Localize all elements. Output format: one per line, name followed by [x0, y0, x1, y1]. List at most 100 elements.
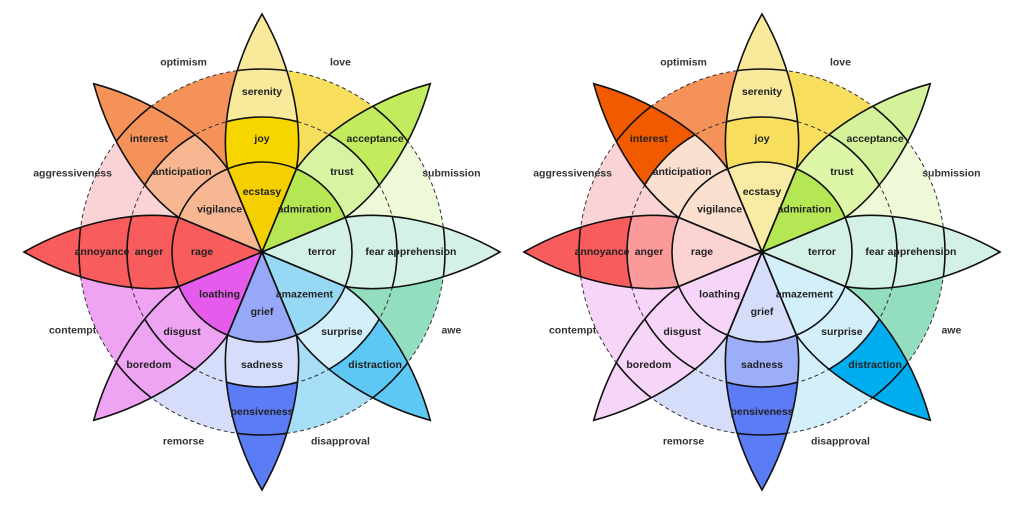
petal-outline-sadness: [224, 249, 300, 492]
left-wheel: ecstasyjoyserenityadmirationtrustaccepta…: [22, 12, 502, 492]
emotion-label: loathing: [199, 288, 240, 300]
dyad-label-awe: awe: [441, 324, 461, 336]
emotion-label: terror: [808, 246, 836, 258]
emotion-label: annoyance: [75, 246, 130, 258]
emotion-label: interest: [130, 133, 168, 145]
emotion-label: surprise: [321, 326, 363, 338]
emotion-label: pensiveness: [230, 406, 293, 418]
petal-outline-trust: [260, 82, 432, 254]
ring-boundary: [126, 215, 262, 289]
petal-outline-joy: [724, 12, 800, 255]
emotion-label: apprehension: [888, 246, 957, 258]
ring-boundary: [762, 215, 853, 289]
petal-outline-disgust: [592, 250, 764, 422]
dyad-label-love: love: [330, 57, 351, 69]
emotion-label: joy: [753, 133, 769, 145]
dyad-label-love: love: [830, 57, 851, 69]
emotion-label: ecstasy: [743, 186, 782, 198]
petal-outline-surprise: [760, 250, 932, 422]
ring-boundary: [626, 215, 762, 289]
petal-fear: [762, 215, 1000, 289]
ring-boundary: [225, 68, 299, 252]
ring-boundary: [225, 252, 299, 436]
dyad-label-awe: awe: [941, 324, 961, 336]
ring-boundary: [225, 116, 299, 252]
emotion-label: grief: [751, 306, 774, 318]
emotion-label: amazement: [276, 288, 334, 300]
ring-boundary: [725, 68, 799, 252]
emotion-label: pensiveness: [730, 406, 793, 418]
petal-outline-anticipation: [92, 82, 264, 254]
ring-boundary: [762, 215, 946, 289]
emotion-label: fear: [365, 246, 384, 258]
emotion-label: trust: [330, 166, 354, 178]
ring-boundary: [78, 215, 262, 289]
petal-outline-sadness: [724, 249, 800, 492]
dyad-label-submission: submission: [422, 168, 480, 180]
petal-outline-joy: [224, 12, 300, 255]
petal-outline-anger: [22, 214, 265, 290]
ring-boundary: [262, 215, 446, 289]
emotion-label: fear: [865, 246, 884, 258]
ring-boundary: [578, 215, 762, 289]
emotion-label: distraction: [348, 359, 402, 371]
petal-joy: [725, 14, 799, 252]
petal-outline-trust: [760, 82, 932, 254]
emotion-label: serenity: [742, 86, 782, 98]
emotion-label: admiration: [278, 204, 332, 216]
emotion-label: interest: [630, 133, 668, 145]
ring-boundary: [725, 252, 799, 436]
petal-fear: [262, 215, 500, 289]
emotion-label: boredom: [126, 359, 171, 371]
emotion-label: sadness: [241, 359, 283, 371]
emotion-label: rage: [691, 246, 713, 258]
petal-sadness: [225, 252, 299, 490]
emotion-label: grief: [251, 306, 274, 318]
emotion-label: vigilance: [697, 204, 742, 216]
petal-outline-surprise: [260, 250, 432, 422]
dyad-label-aggressiveness: aggressiveness: [533, 168, 612, 180]
ring-boundary: [725, 161, 799, 252]
emotion-label: joy: [253, 133, 269, 145]
emotion-label: acceptance: [847, 133, 904, 145]
petal-outline-anger: [522, 214, 765, 290]
dyad-label-remorse: remorse: [663, 435, 705, 447]
dyad-label-submission: submission: [922, 168, 980, 180]
ring-boundary: [225, 252, 299, 388]
emotion-label: boredom: [626, 359, 671, 371]
dyad-label-optimism: optimism: [160, 57, 207, 69]
petal-anger: [24, 215, 262, 289]
dyad-label-contempt: contempt: [549, 324, 597, 336]
emotion-label: anticipation: [653, 166, 712, 178]
dyad-label-disapproval: disapproval: [811, 435, 870, 447]
emotion-label: vigilance: [197, 204, 242, 216]
petal-outline-fear: [259, 214, 502, 290]
dyad-label-disapproval: disapproval: [311, 435, 370, 447]
emotion-label: surprise: [821, 326, 863, 338]
emotion-label: distraction: [848, 359, 902, 371]
emotion-label: anger: [135, 246, 164, 258]
ring-boundary: [725, 116, 799, 252]
petal-anger: [524, 215, 762, 289]
emotion-label: apprehension: [388, 246, 457, 258]
emotion-label: ecstasy: [243, 186, 282, 198]
emotion-label: rage: [191, 246, 213, 258]
emotion-label: loathing: [699, 288, 740, 300]
ring-boundary: [762, 215, 898, 289]
emotion-label: trust: [830, 166, 854, 178]
emotion-label: admiration: [778, 204, 832, 216]
ring-boundary: [262, 215, 353, 289]
emotion-label: anticipation: [153, 166, 212, 178]
ring-boundary: [262, 215, 398, 289]
petal-sadness: [725, 252, 799, 490]
emotion-label: acceptance: [347, 133, 404, 145]
dyad-label-contempt: contempt: [49, 324, 97, 336]
ring-boundary: [225, 161, 299, 252]
dyad-label-remorse: remorse: [163, 435, 205, 447]
petal-joy: [225, 14, 299, 252]
emotion-label: anger: [635, 246, 664, 258]
ring-boundary: [725, 252, 799, 388]
emotion-label: terror: [308, 246, 336, 258]
ring-boundary: [671, 215, 762, 289]
